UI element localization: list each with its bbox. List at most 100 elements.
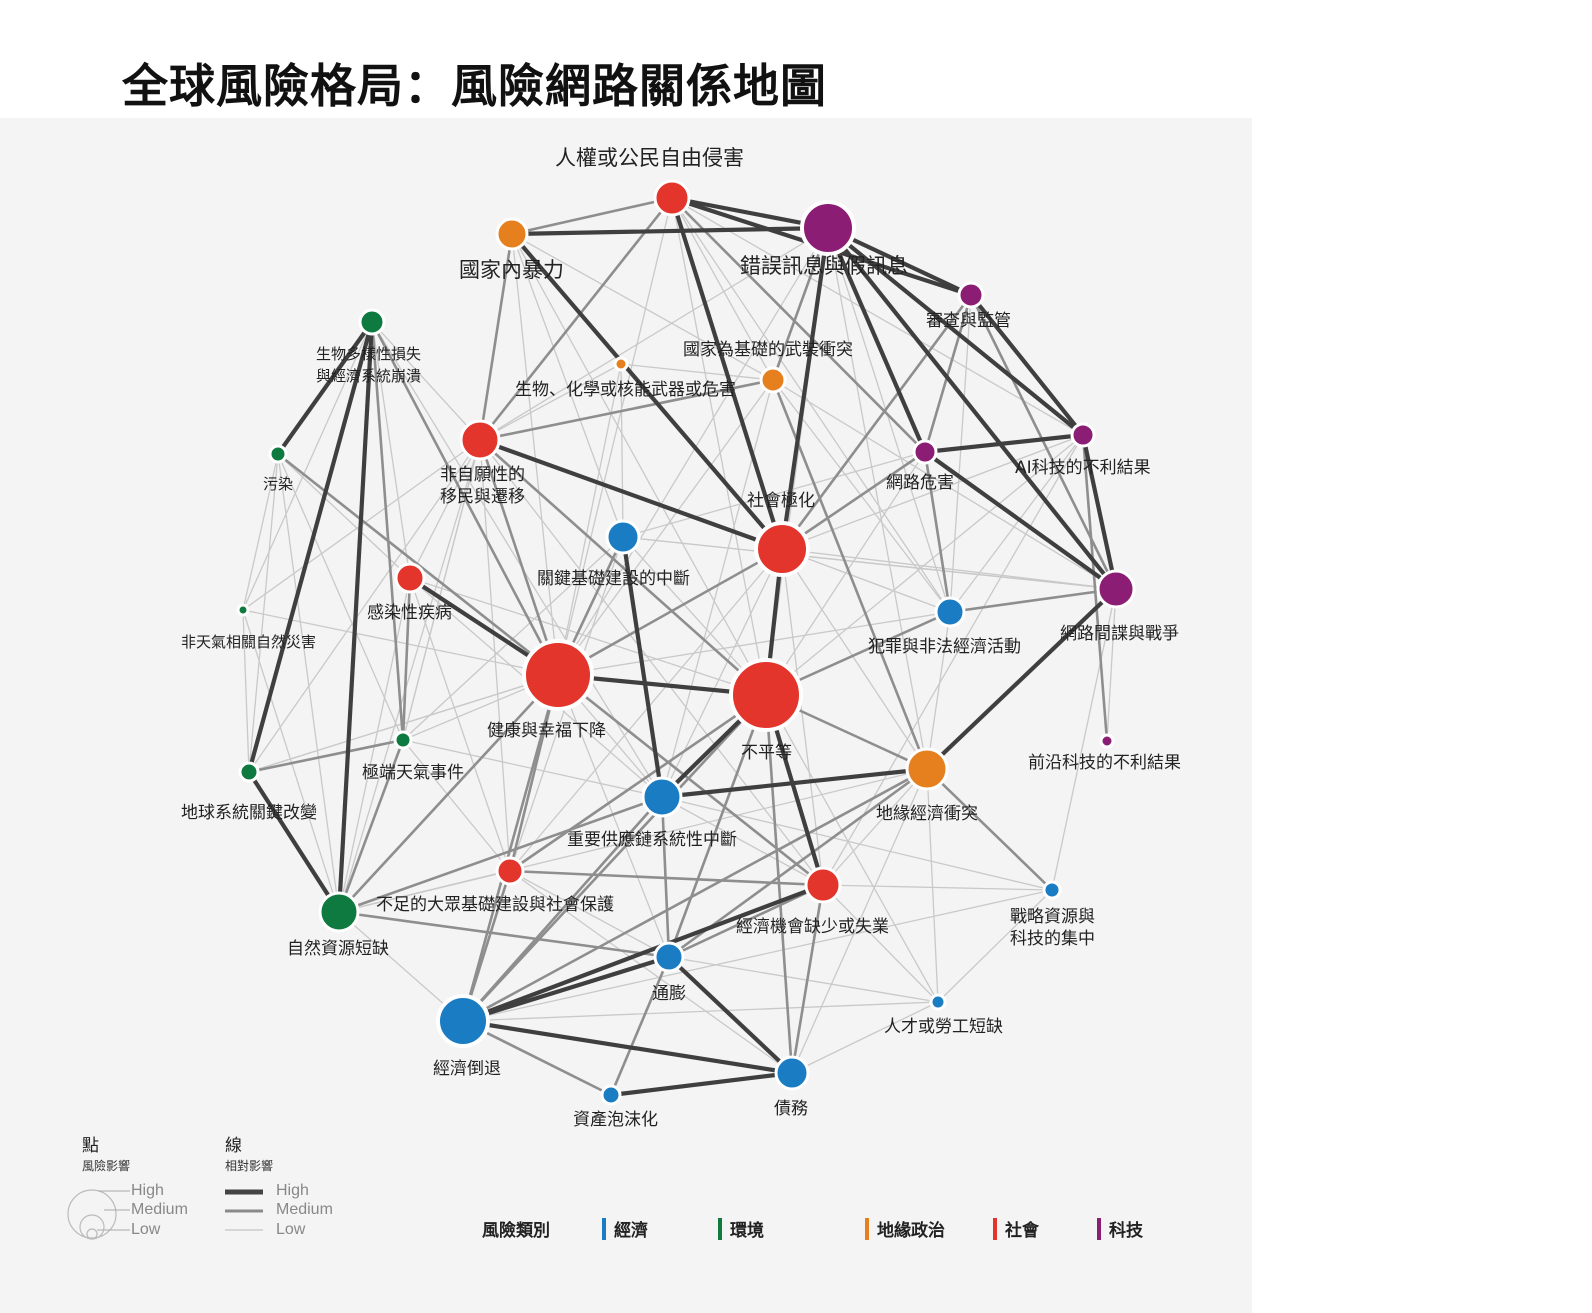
edge-misinfo-cyber_harm	[826, 227, 927, 453]
edge-misinfo-ai	[826, 226, 1085, 437]
node-label-supply_chain: 重要供應鏈系統性中斷	[567, 830, 737, 850]
edge-armed_conflict-migration	[479, 378, 774, 442]
node-public_infra[interactable]	[495, 856, 525, 886]
edge-armed_conflict-cyber_war	[772, 379, 1117, 590]
node-label-cbrn: 生物、化學或核能武器或危害	[515, 380, 736, 400]
legend-node-medium	[79, 1214, 105, 1240]
node-ai[interactable]	[1070, 422, 1096, 448]
edge-biodiversity-earth_systems	[246, 321, 375, 773]
edge-state_violence-migration	[478, 233, 514, 441]
node-label-crime: 犯罪與非法經濟活動	[868, 637, 1021, 657]
edge-non_weather-health	[242, 609, 559, 676]
edge-censorship-crime	[949, 294, 972, 613]
legend-edge-subtitle: 相對影響	[225, 1159, 274, 1173]
node-cbrn[interactable]	[613, 356, 629, 372]
edge-ai-crime	[949, 434, 1084, 613]
node-armed_conflict[interactable]	[759, 366, 787, 394]
edge-misinfo-migration	[479, 227, 829, 441]
legend-node-low	[86, 1228, 98, 1240]
node-health[interactable]	[522, 639, 594, 711]
node-extreme_weather[interactable]	[393, 730, 413, 750]
edge-inequality-labour	[765, 694, 939, 1003]
node-migration[interactable]	[459, 419, 501, 461]
legend-category-geopolitical-swatch	[865, 1217, 869, 1240]
edge-migration-resources	[338, 439, 481, 913]
edge-armed_conflict-cbrn	[620, 363, 774, 381]
edge-non_weather-resources	[242, 609, 340, 913]
edge-strategic-downturn	[462, 889, 1053, 1022]
edge-unemployment-debt	[790, 884, 825, 1074]
edge-inflation-downturn	[462, 954, 670, 1024]
edge-public_infra-unemployment	[509, 869, 824, 887]
node-frontier_tech[interactable]	[1099, 733, 1115, 749]
node-unemployment[interactable]	[804, 866, 842, 904]
node-bubble[interactable]	[600, 1084, 622, 1106]
node-censorship[interactable]	[957, 281, 985, 309]
node-supply_chain[interactable]	[641, 776, 683, 818]
edge-human_rights-cyber_harm	[671, 197, 926, 453]
edge-crime-geoeconomic	[926, 611, 951, 770]
node-polarization[interactable]	[754, 521, 810, 577]
edge-geoeconomic-unemployment	[822, 768, 928, 886]
edge-cyber_harm-infrastructure	[622, 451, 926, 538]
edge-earth_systems-migration	[248, 439, 481, 773]
page-title: 全球風險格局：風險網路關係地圖	[122, 59, 827, 113]
edge-supply_chain-downturn	[462, 796, 663, 1022]
edge-pollution-infectious	[277, 453, 411, 579]
edge-polarization-health	[557, 547, 783, 677]
legend-node-high	[67, 1189, 117, 1239]
edge-non_weather-earth_systems	[242, 609, 250, 773]
node-human_rights[interactable]	[653, 179, 691, 217]
node-inflation[interactable]	[653, 941, 685, 973]
edge-migration-unemployment	[479, 439, 824, 886]
edge-downturn-debt	[462, 1018, 793, 1076]
node-crime[interactable]	[934, 596, 966, 628]
edge-misinfo-crime	[827, 227, 951, 613]
node-labour[interactable]	[929, 993, 947, 1011]
node-cyber_harm[interactable]	[912, 439, 938, 465]
node-pollution[interactable]	[268, 444, 288, 464]
edge-polarization-public_infra	[509, 548, 783, 872]
node-inequality[interactable]	[729, 658, 803, 732]
edge-misinfo-geoeconomic	[827, 227, 928, 770]
edge-public_infra-inflation	[509, 870, 670, 958]
node-misinfo[interactable]	[800, 200, 856, 256]
node-infrastructure[interactable]	[605, 519, 641, 555]
edge-pollution-earth_systems	[248, 453, 279, 773]
edge-cyber_war-strategic	[1051, 588, 1117, 891]
edge-earth_systems-resources	[247, 770, 341, 914]
edge-crime-health	[557, 611, 951, 676]
node-debt[interactable]	[774, 1055, 810, 1091]
node-downturn[interactable]	[436, 994, 490, 1048]
node-layer	[236, 179, 1136, 1106]
edge-censorship-ai	[969, 293, 1085, 437]
node-resources[interactable]	[318, 891, 360, 933]
edge-biodiversity-non_weather	[242, 321, 373, 611]
legend-node-low-label: Low	[131, 1221, 161, 1238]
node-infectious[interactable]	[394, 562, 426, 594]
node-label-resources: 自然資源短缺	[287, 939, 389, 959]
edge-human_rights-ai	[671, 197, 1084, 436]
node-strategic[interactable]	[1042, 880, 1062, 900]
legend-edge-high-label: High	[276, 1182, 309, 1199]
node-label-ai: AI科技的不利結果	[1015, 458, 1151, 478]
node-non_weather[interactable]	[236, 603, 250, 617]
edge-inflation-debt	[667, 955, 794, 1075]
node-biodiversity[interactable]	[358, 308, 386, 336]
legend-node-title: 點	[82, 1136, 99, 1155]
node-state_violence[interactable]	[495, 217, 529, 251]
node-geoeconomic[interactable]	[905, 747, 949, 791]
edge-cyber_war-geoeconomic	[925, 587, 1118, 771]
edge-earth_systems-extreme_weather	[248, 738, 404, 774]
edge-geoeconomic-downturn	[462, 767, 928, 1023]
edge-strategic-labour	[937, 889, 1053, 1003]
edge-biodiversity-health	[370, 321, 560, 676]
node-cyber_war[interactable]	[1096, 569, 1136, 609]
legend-category-environmental-swatch	[718, 1217, 722, 1240]
node-earth_systems[interactable]	[238, 761, 260, 783]
edge-unemployment-labour	[822, 884, 939, 1003]
legend-category-technological-label: 科技	[1109, 1221, 1143, 1241]
edge-censorship-polarization	[780, 294, 973, 550]
edge-debt-bubble	[610, 1070, 793, 1098]
